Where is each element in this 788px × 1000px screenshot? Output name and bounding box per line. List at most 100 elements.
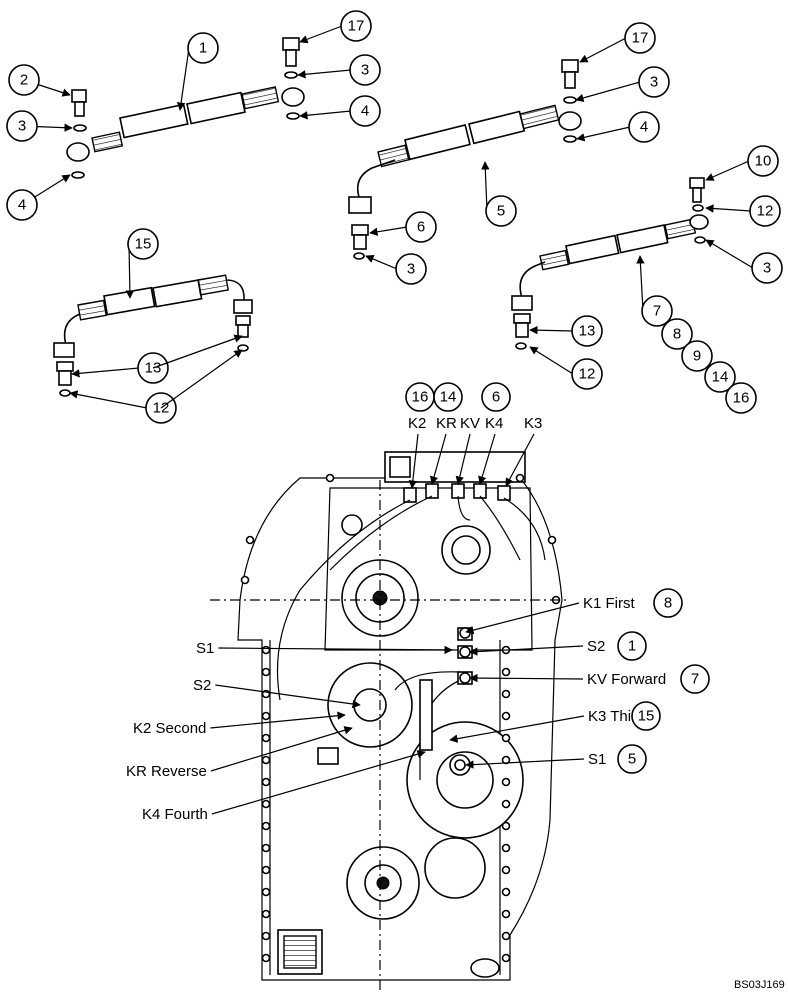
bolt-hole — [245, 535, 255, 545]
bolt-hole — [501, 689, 511, 699]
leader-line — [576, 126, 631, 142]
callout-14: 14 — [704, 361, 736, 393]
callout-circle — [405, 211, 437, 243]
bolt-hole — [501, 953, 511, 963]
callout-number: 6 — [417, 219, 425, 236]
code-label-k2: K2 — [408, 415, 426, 432]
bolt-hole — [240, 575, 250, 585]
callout-number: 8 — [664, 595, 672, 612]
leader-line — [469, 645, 584, 656]
leader-line — [125, 243, 135, 299]
callout-1: 1 — [176, 32, 219, 111]
bolt-hole — [501, 931, 511, 941]
code-label-k3: K3 — [524, 415, 542, 432]
callout-circle — [6, 189, 38, 221]
callout-4: 4 — [299, 95, 381, 127]
left-label-text: K4 Fourth — [142, 806, 208, 823]
callout-number: 16 — [733, 390, 750, 407]
callout-number: 4 — [640, 119, 648, 136]
left-label-3: KR Reverse — [126, 726, 353, 780]
callout-circle — [725, 382, 757, 414]
leader-line — [449, 715, 585, 743]
leader-line — [705, 160, 750, 181]
leader-line — [636, 255, 645, 312]
callout-number: 16 — [412, 389, 429, 406]
leader-line — [529, 325, 574, 335]
callout-17: 17 — [579, 22, 656, 63]
left-label-4: K4 Fourth — [142, 750, 426, 823]
callout-circle — [631, 701, 661, 731]
callout-circle — [481, 382, 511, 412]
code-label-k4: K4 — [485, 415, 503, 432]
callout-circle — [571, 358, 603, 390]
code-label-kr: KR — [436, 415, 457, 432]
callout-circle — [349, 95, 381, 127]
left-label-text: S1 — [196, 640, 214, 657]
bolt-hole — [501, 909, 511, 919]
leader-line — [176, 47, 190, 111]
callout-number: 3 — [18, 118, 26, 135]
callout-number: 7 — [691, 671, 699, 688]
callout-10: 10 — [705, 145, 779, 181]
callout-circle — [127, 228, 159, 260]
callout-circle — [638, 66, 670, 98]
bolt-hole — [501, 777, 511, 787]
hose-assembly-7 — [511, 177, 709, 350]
callout-number: 1 — [199, 40, 207, 57]
right-label-text: K1 First — [583, 595, 636, 612]
callout-number: 13 — [579, 323, 596, 340]
callout-number: 7 — [653, 303, 661, 320]
callout-number: 2 — [20, 72, 28, 89]
drawing-code: BS03J169 — [734, 979, 785, 991]
leader-line — [71, 367, 140, 378]
bolt-hole — [261, 843, 271, 853]
bolt-hole — [261, 887, 271, 897]
leader-line — [705, 204, 752, 213]
bolt-hole — [325, 473, 335, 483]
right-label-text: K3 Third — [588, 708, 644, 725]
leader-line — [478, 433, 496, 485]
callout-number: 15 — [638, 708, 655, 725]
hose-assembly-1 — [66, 37, 305, 179]
callout-16: 16 — [725, 382, 757, 414]
bolt-hole — [261, 777, 271, 787]
leader-line — [465, 758, 585, 769]
leader-line — [69, 390, 148, 409]
leader-line — [579, 37, 627, 63]
bolt-hole — [501, 821, 511, 831]
callout-number: 17 — [348, 18, 365, 35]
leader-line — [297, 69, 352, 79]
callout-number: 5 — [628, 751, 636, 768]
leader-line — [369, 226, 408, 236]
leader-line — [365, 255, 398, 270]
callout-5: 5 — [481, 161, 517, 227]
bolt-hole — [261, 931, 271, 941]
leader-line — [469, 673, 584, 683]
leader-line — [455, 433, 471, 485]
callout-circle — [349, 54, 381, 86]
callout-circle — [681, 340, 713, 372]
bolt-hole — [261, 733, 271, 743]
callout-9: 9 — [681, 340, 713, 372]
bolt-hole — [261, 953, 271, 963]
callout-number: 10 — [755, 153, 772, 170]
callout-15: 15 — [125, 228, 159, 299]
callout-8: 8 — [661, 318, 693, 350]
leader-line — [505, 433, 535, 487]
callout-circle — [433, 382, 463, 412]
code-label-kv: KV — [460, 415, 480, 432]
callout-circle — [653, 588, 683, 618]
callout-number: 5 — [497, 203, 505, 220]
leader-line — [705, 239, 754, 269]
callout-number: 3 — [361, 62, 369, 79]
callout-3: 3 — [297, 54, 381, 86]
leader-line — [429, 433, 447, 485]
